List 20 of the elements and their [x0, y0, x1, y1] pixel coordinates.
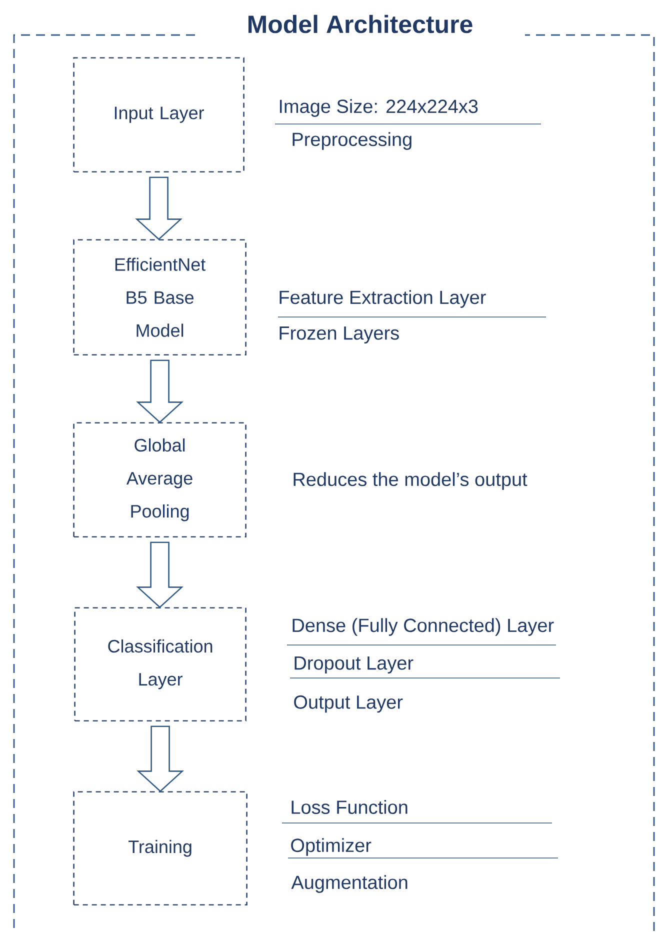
annotation-text: Feature Extraction Layer — [280, 290, 486, 308]
annotation-text: Dense (Fully Connected) Layer — [292, 618, 554, 636]
annotation-text: Frozen Layers — [280, 326, 399, 344]
annotation-text: Preprocessing — [292, 132, 412, 150]
annotation-text: Reduces the model’s output — [294, 472, 528, 490]
annotation-text: Output Layer — [294, 695, 403, 713]
annotation-text: Image Size: 224x224x3 — [280, 99, 478, 117]
block-arrow — [136, 360, 184, 424]
block-arrow — [136, 726, 184, 792]
annotation-text: Augmentation — [291, 875, 408, 893]
annotation-text: Dropout Layer — [294, 656, 414, 674]
annotation-text: Loss Function — [292, 800, 408, 814]
process-box: Classification Layer — [74, 607, 246, 722]
process-box: Training — [73, 791, 248, 906]
process-box: Input Layer — [73, 57, 244, 172]
process-box: Global Average Pooling — [73, 422, 246, 538]
block-arrow — [135, 176, 182, 240]
annotation-text: Optimizer — [291, 838, 372, 856]
process-box: EfficientNet B5 Base Model — [73, 239, 246, 356]
block-arrow — [136, 542, 184, 608]
